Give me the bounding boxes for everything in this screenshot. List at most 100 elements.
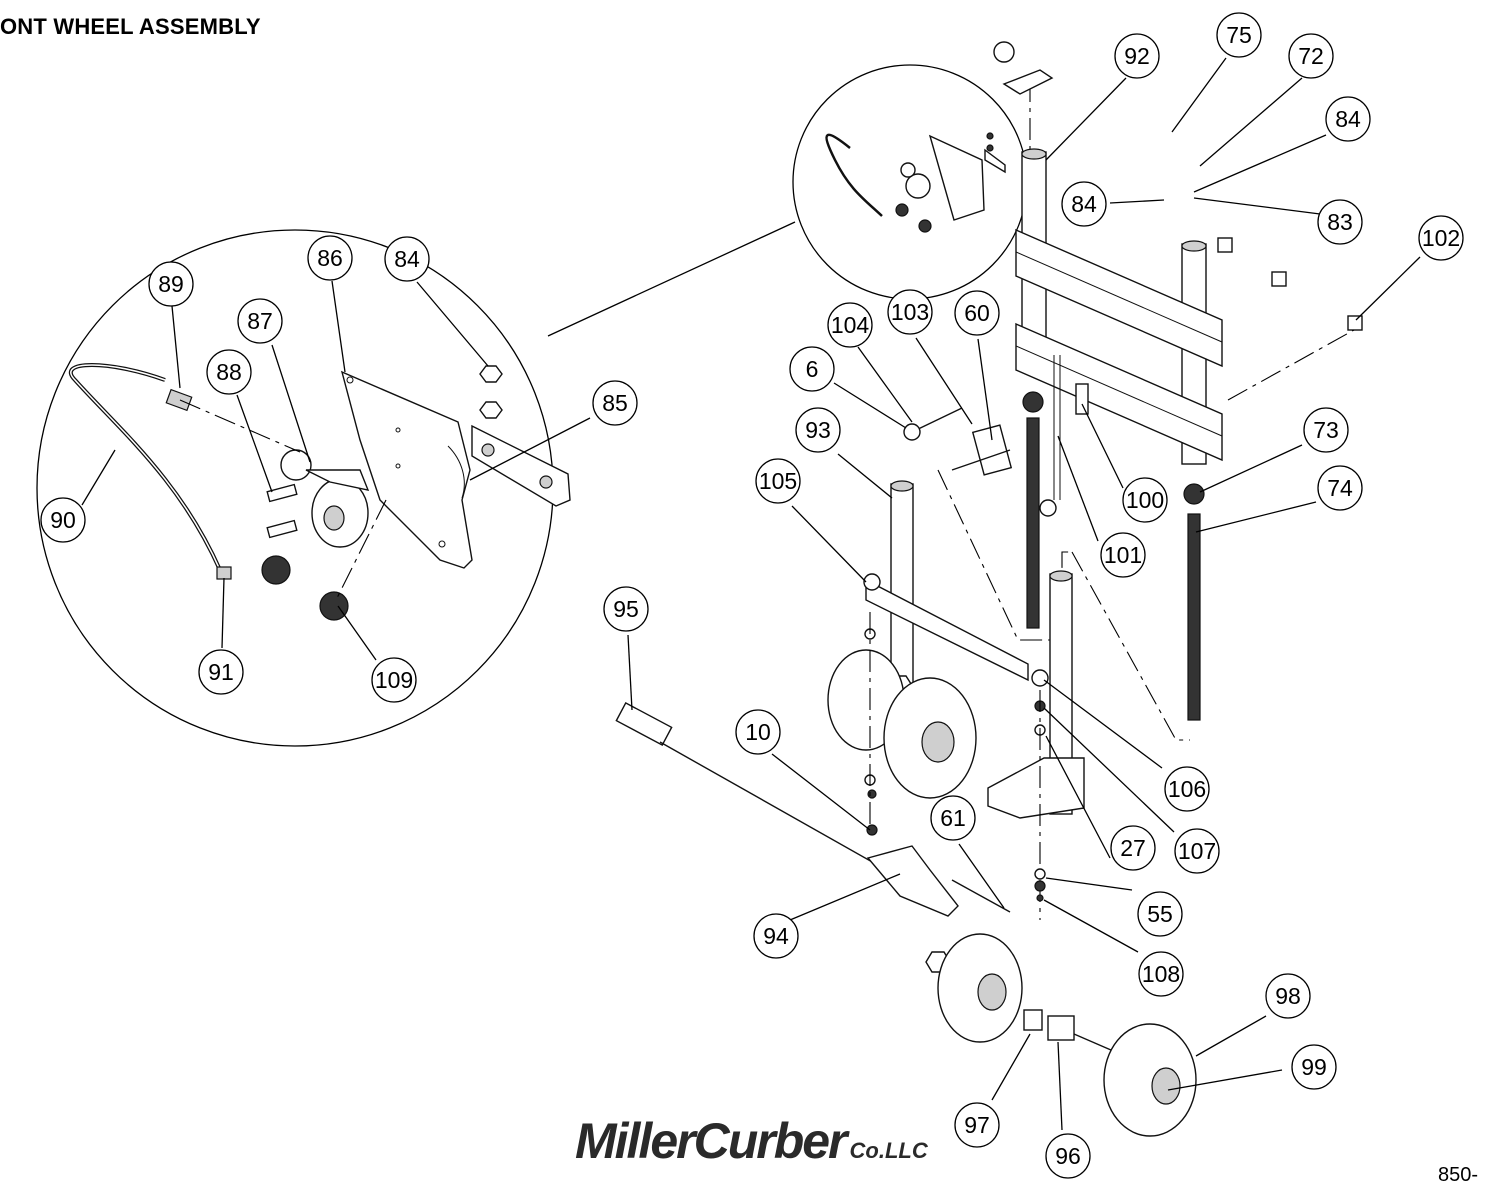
drawing-title: ONT WHEEL ASSEMBLY bbox=[0, 14, 261, 39]
svg-text:55: 55 bbox=[1147, 901, 1173, 927]
mounting-plate bbox=[340, 370, 473, 569]
callout-102: 102 bbox=[1418, 215, 1464, 261]
callout-86: 86 bbox=[307, 235, 353, 281]
svg-text:108: 108 bbox=[1142, 961, 1180, 987]
svg-text:84: 84 bbox=[1335, 106, 1361, 132]
star-knob bbox=[261, 555, 291, 585]
svg-text:84: 84 bbox=[394, 246, 420, 272]
svg-text:86: 86 bbox=[317, 245, 343, 271]
callout-96: 96 bbox=[1045, 1133, 1091, 1179]
svg-text:102: 102 bbox=[1422, 225, 1460, 251]
callout-60: 60 bbox=[954, 290, 1000, 336]
callout-bubbles: 89 86 84 87 88 85 90 91 109 92 75 72 84 … bbox=[40, 12, 1464, 1179]
frame-clip-2 bbox=[1271, 271, 1287, 287]
svg-text:6: 6 bbox=[806, 356, 819, 382]
callout-89: 89 bbox=[148, 261, 194, 307]
svg-text:96: 96 bbox=[1055, 1143, 1081, 1169]
callout-72: 72 bbox=[1288, 33, 1334, 79]
svg-text:89: 89 bbox=[158, 271, 184, 297]
callout-61: 61 bbox=[930, 795, 976, 841]
callout-84a: 84 bbox=[384, 236, 430, 282]
svg-text:74: 74 bbox=[1327, 475, 1353, 501]
top-cap-bracket bbox=[1002, 69, 1054, 95]
callout-74: 74 bbox=[1317, 465, 1363, 511]
svg-text:75: 75 bbox=[1226, 22, 1252, 48]
callout-87: 87 bbox=[237, 298, 283, 344]
svg-text:90: 90 bbox=[50, 507, 76, 533]
hex-nut-2 bbox=[479, 401, 503, 419]
svg-text:84: 84 bbox=[1071, 191, 1097, 217]
cable-fitting bbox=[165, 388, 193, 412]
svg-text:97: 97 bbox=[964, 1112, 990, 1138]
detail-connector-line bbox=[547, 221, 796, 337]
tow-tube bbox=[615, 702, 673, 746]
logo-main: MillerCurber bbox=[575, 1113, 848, 1169]
svg-text:101: 101 bbox=[1104, 542, 1142, 568]
svg-text:91: 91 bbox=[208, 659, 234, 685]
callout-73: 73 bbox=[1303, 407, 1349, 453]
svg-text:99: 99 bbox=[1301, 1054, 1327, 1080]
lower-frame bbox=[1015, 322, 1223, 462]
callout-95: 95 bbox=[603, 586, 649, 632]
callout-92: 92 bbox=[1114, 33, 1160, 79]
svg-text:60: 60 bbox=[964, 300, 990, 326]
callout-101: 101 bbox=[1100, 532, 1146, 578]
rear-wheel-right bbox=[1103, 1023, 1197, 1137]
callout-104: 104 bbox=[827, 302, 873, 348]
svg-text:95: 95 bbox=[613, 596, 639, 622]
callout-108: 108 bbox=[1138, 951, 1184, 997]
callout-27: 27 bbox=[1110, 825, 1156, 871]
callout-100: 100 bbox=[1122, 477, 1168, 523]
svg-text:87: 87 bbox=[247, 308, 273, 334]
svg-text:100: 100 bbox=[1126, 487, 1164, 513]
control-cable bbox=[68, 363, 222, 571]
callout-85: 85 bbox=[592, 380, 638, 426]
ball-knob bbox=[280, 449, 312, 481]
svg-text:107: 107 bbox=[1178, 838, 1216, 864]
svg-text:103: 103 bbox=[891, 299, 929, 325]
svg-text:106: 106 bbox=[1168, 776, 1206, 802]
callout-109: 109 bbox=[371, 657, 417, 703]
svg-text:27: 27 bbox=[1120, 835, 1146, 861]
frame-clip bbox=[1217, 237, 1233, 253]
callout-90: 90 bbox=[40, 497, 86, 543]
callout-91: 91 bbox=[198, 649, 244, 695]
svg-text:83: 83 bbox=[1327, 209, 1353, 235]
svg-text:93: 93 bbox=[805, 417, 831, 443]
callout-105: 105 bbox=[755, 458, 801, 504]
callout-84c: 84 bbox=[1061, 181, 1107, 227]
spacer-96 bbox=[1047, 1015, 1075, 1041]
callout-88: 88 bbox=[206, 349, 252, 395]
axle-bracket bbox=[987, 757, 1085, 819]
spacer-bar bbox=[471, 424, 571, 507]
callout-97: 97 bbox=[954, 1102, 1000, 1148]
callout-75: 75 bbox=[1216, 12, 1262, 58]
threaded-rod-left bbox=[1026, 417, 1040, 629]
callout-99: 99 bbox=[1291, 1044, 1337, 1090]
svg-text:104: 104 bbox=[831, 312, 870, 338]
star-knob-2 bbox=[319, 591, 349, 621]
callout-83: 83 bbox=[1317, 199, 1363, 245]
swivel-column bbox=[890, 483, 914, 685]
washer-6 bbox=[903, 423, 921, 441]
callout-94: 94 bbox=[753, 913, 799, 959]
small-detail-view bbox=[792, 64, 1028, 300]
logo-suffix: Co.LLC bbox=[849, 1138, 928, 1163]
hex-bolt bbox=[266, 483, 298, 503]
svg-text:10: 10 bbox=[745, 719, 771, 745]
svg-text:61: 61 bbox=[940, 805, 966, 831]
threaded-rod-right bbox=[1187, 513, 1201, 721]
svg-text:85: 85 bbox=[602, 390, 628, 416]
callout-106: 106 bbox=[1164, 766, 1210, 812]
callout-93: 93 bbox=[795, 407, 841, 453]
callout-103: 103 bbox=[887, 289, 933, 335]
main-assembly bbox=[615, 41, 1363, 1137]
callout-107: 107 bbox=[1174, 828, 1220, 874]
hex-nut bbox=[479, 365, 503, 383]
svg-text:94: 94 bbox=[763, 923, 789, 949]
document-number: 850- bbox=[1438, 1164, 1479, 1186]
hex-bolt-2 bbox=[266, 519, 298, 539]
svg-text:72: 72 bbox=[1298, 43, 1324, 69]
